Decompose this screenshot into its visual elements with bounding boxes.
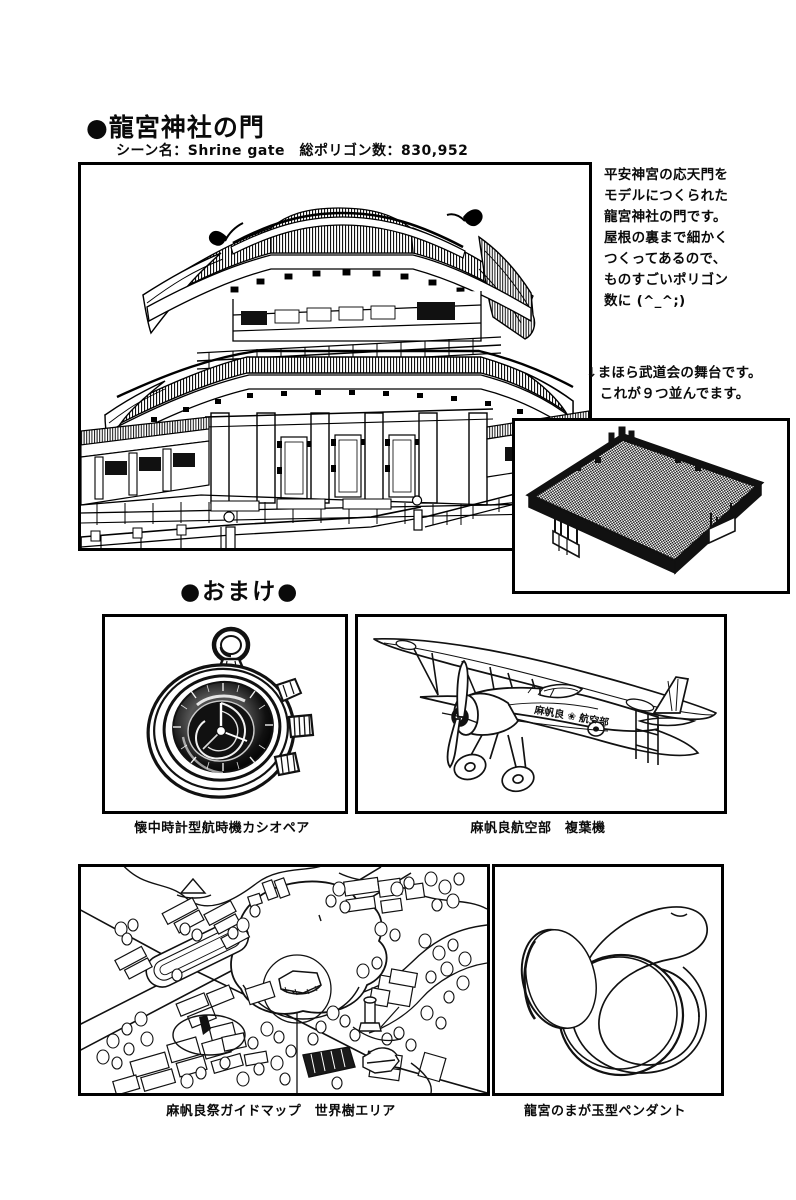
- shrine-gate-panel: [78, 162, 592, 551]
- guide-map-panel: [78, 864, 490, 1096]
- page-title: ●龍宮神社の門: [86, 113, 265, 142]
- pocket-watch-caption: 懐中時計型航時機カシオペア: [134, 821, 310, 836]
- scene-metadata-line: シーン名：Shrine gate 総ポリゴン数：830,952: [116, 143, 469, 159]
- pendant-illustration: [495, 867, 721, 1093]
- pendant-caption: 龍宮のまが玉型ペンダント: [523, 1104, 686, 1119]
- tournament-stage-panel: [512, 418, 790, 594]
- omake-heading: ●おまけ●: [180, 579, 300, 605]
- main-shrine-note: 平安神宮の応天門を モデルにつくられた 龍宮神社の門です。 屋根の裏まで細かく …: [604, 167, 729, 309]
- shrine-gate-illustration: [81, 165, 589, 548]
- biplane-illustration: 麻帆良 ❀ 航空部: [358, 617, 724, 811]
- tournament-stage-illustration: [515, 421, 787, 591]
- guide-map-illustration: [81, 867, 487, 1093]
- biplane-caption: 麻帆良航空部 複葉機: [470, 821, 606, 836]
- biplane-panel: 麻帆良 ❀ 航空部: [355, 614, 727, 814]
- stage-note: ↓まほら武道会の舞台です。 これが９つ並んでます。: [586, 365, 762, 402]
- guide-map-caption: 麻帆良祭ガイドマップ 世界樹エリア: [166, 1104, 396, 1119]
- pendant-panel: [492, 864, 724, 1096]
- pocket-watch-illustration: [105, 617, 345, 811]
- pocket-watch-panel: [102, 614, 348, 814]
